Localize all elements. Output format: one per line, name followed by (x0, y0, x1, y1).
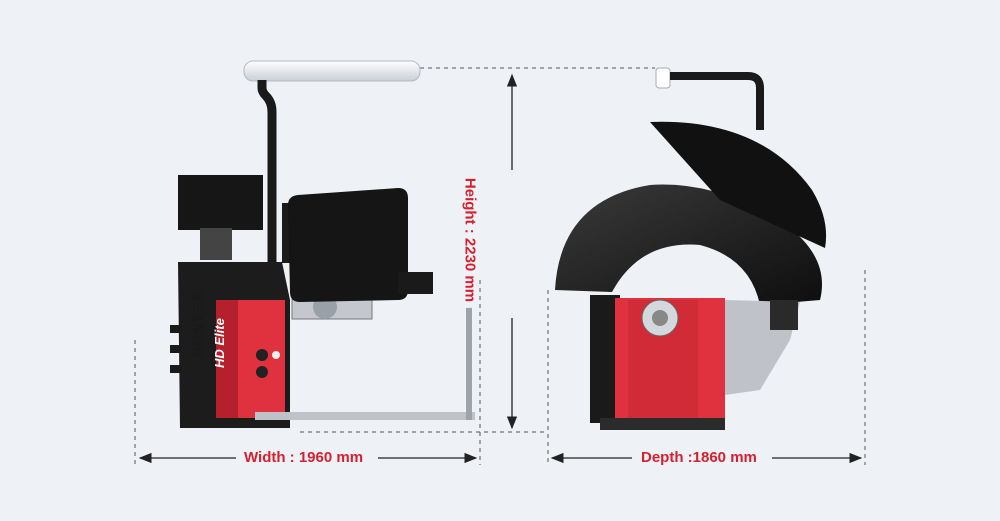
brand-logo-text: HUNTER (190, 289, 207, 359)
machine-side-view (555, 67, 827, 430)
height-dimension-label: Height : 2230 mm (461, 171, 479, 309)
width-dimension-label: Width : 1960 mm (238, 449, 370, 466)
depth-dimension-label: Depth :1860 mm (635, 449, 763, 466)
dimension-guides (134, 67, 866, 465)
machine-front-view (170, 60, 475, 428)
model-name-text: HD Elite (212, 318, 227, 368)
